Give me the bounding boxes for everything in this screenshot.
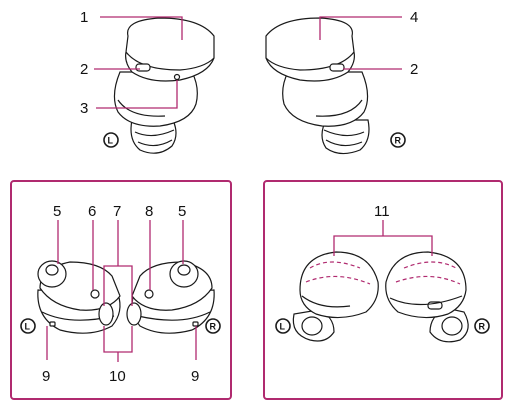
svg-text:L: L <box>25 322 31 332</box>
left-antenna-mark-2 <box>305 275 371 285</box>
label-9-left: 9 <box>42 368 50 385</box>
label-5-left: 5 <box>53 203 61 220</box>
svg-text:L: L <box>280 322 286 332</box>
svg-text:R: R <box>479 322 486 332</box>
right-antenna-mark <box>403 261 457 269</box>
right-earbud-outer <box>265 17 370 155</box>
left-charging-port <box>98 302 114 326</box>
back-earbuds <box>292 251 469 343</box>
label-1: 1 <box>80 9 88 26</box>
label-7: 7 <box>113 203 121 220</box>
label-5-right: 5 <box>178 203 186 220</box>
label-3: 3 <box>80 100 88 117</box>
inner-callouts: 5 6 7 8 5 9 10 9 L R <box>20 203 221 385</box>
label-4: 4 <box>410 9 418 26</box>
label-9-right: 9 <box>191 368 199 385</box>
side-marker-right-back: R <box>474 318 490 334</box>
label-6: 6 <box>88 203 96 220</box>
left-indicator <box>173 73 181 81</box>
left-mic-opening <box>135 63 151 72</box>
inner-view-panel <box>10 180 232 400</box>
left-earbud-outer <box>113 17 215 154</box>
voice-pickup-dot <box>144 289 154 299</box>
inner-earbuds <box>37 260 215 334</box>
label-10: 10 <box>109 368 126 385</box>
right-mic-opening <box>329 63 345 72</box>
label-2-left: 2 <box>80 61 88 78</box>
callout-line-10 <box>103 326 133 353</box>
side-marker-left-top: L <box>103 132 119 148</box>
side-marker-right-top: R <box>390 132 406 148</box>
callout-line-1 <box>100 16 183 40</box>
side-marker-right-inner: R <box>205 318 221 334</box>
svg-text:R: R <box>210 322 217 332</box>
proximity-sensor-dot <box>90 289 100 299</box>
side-marker-left-back: L <box>275 318 291 334</box>
right-antenna-mark-2 <box>395 275 461 285</box>
side-marker-left-inner: L <box>20 318 36 334</box>
back-view-panel <box>263 180 503 400</box>
top-callouts: 1 2 3 4 2 L R <box>80 9 418 148</box>
left-antenna-mark <box>309 261 361 269</box>
label-2-right: 2 <box>410 61 418 78</box>
svg-text:L: L <box>108 136 114 146</box>
right-charging-port <box>126 302 142 326</box>
svg-text:R: R <box>395 136 402 146</box>
callout-line-3 <box>96 80 178 109</box>
back-callouts: 11 L R <box>275 203 490 334</box>
callout-line-4 <box>319 16 402 40</box>
label-11: 11 <box>374 203 390 220</box>
label-8: 8 <box>145 203 153 220</box>
